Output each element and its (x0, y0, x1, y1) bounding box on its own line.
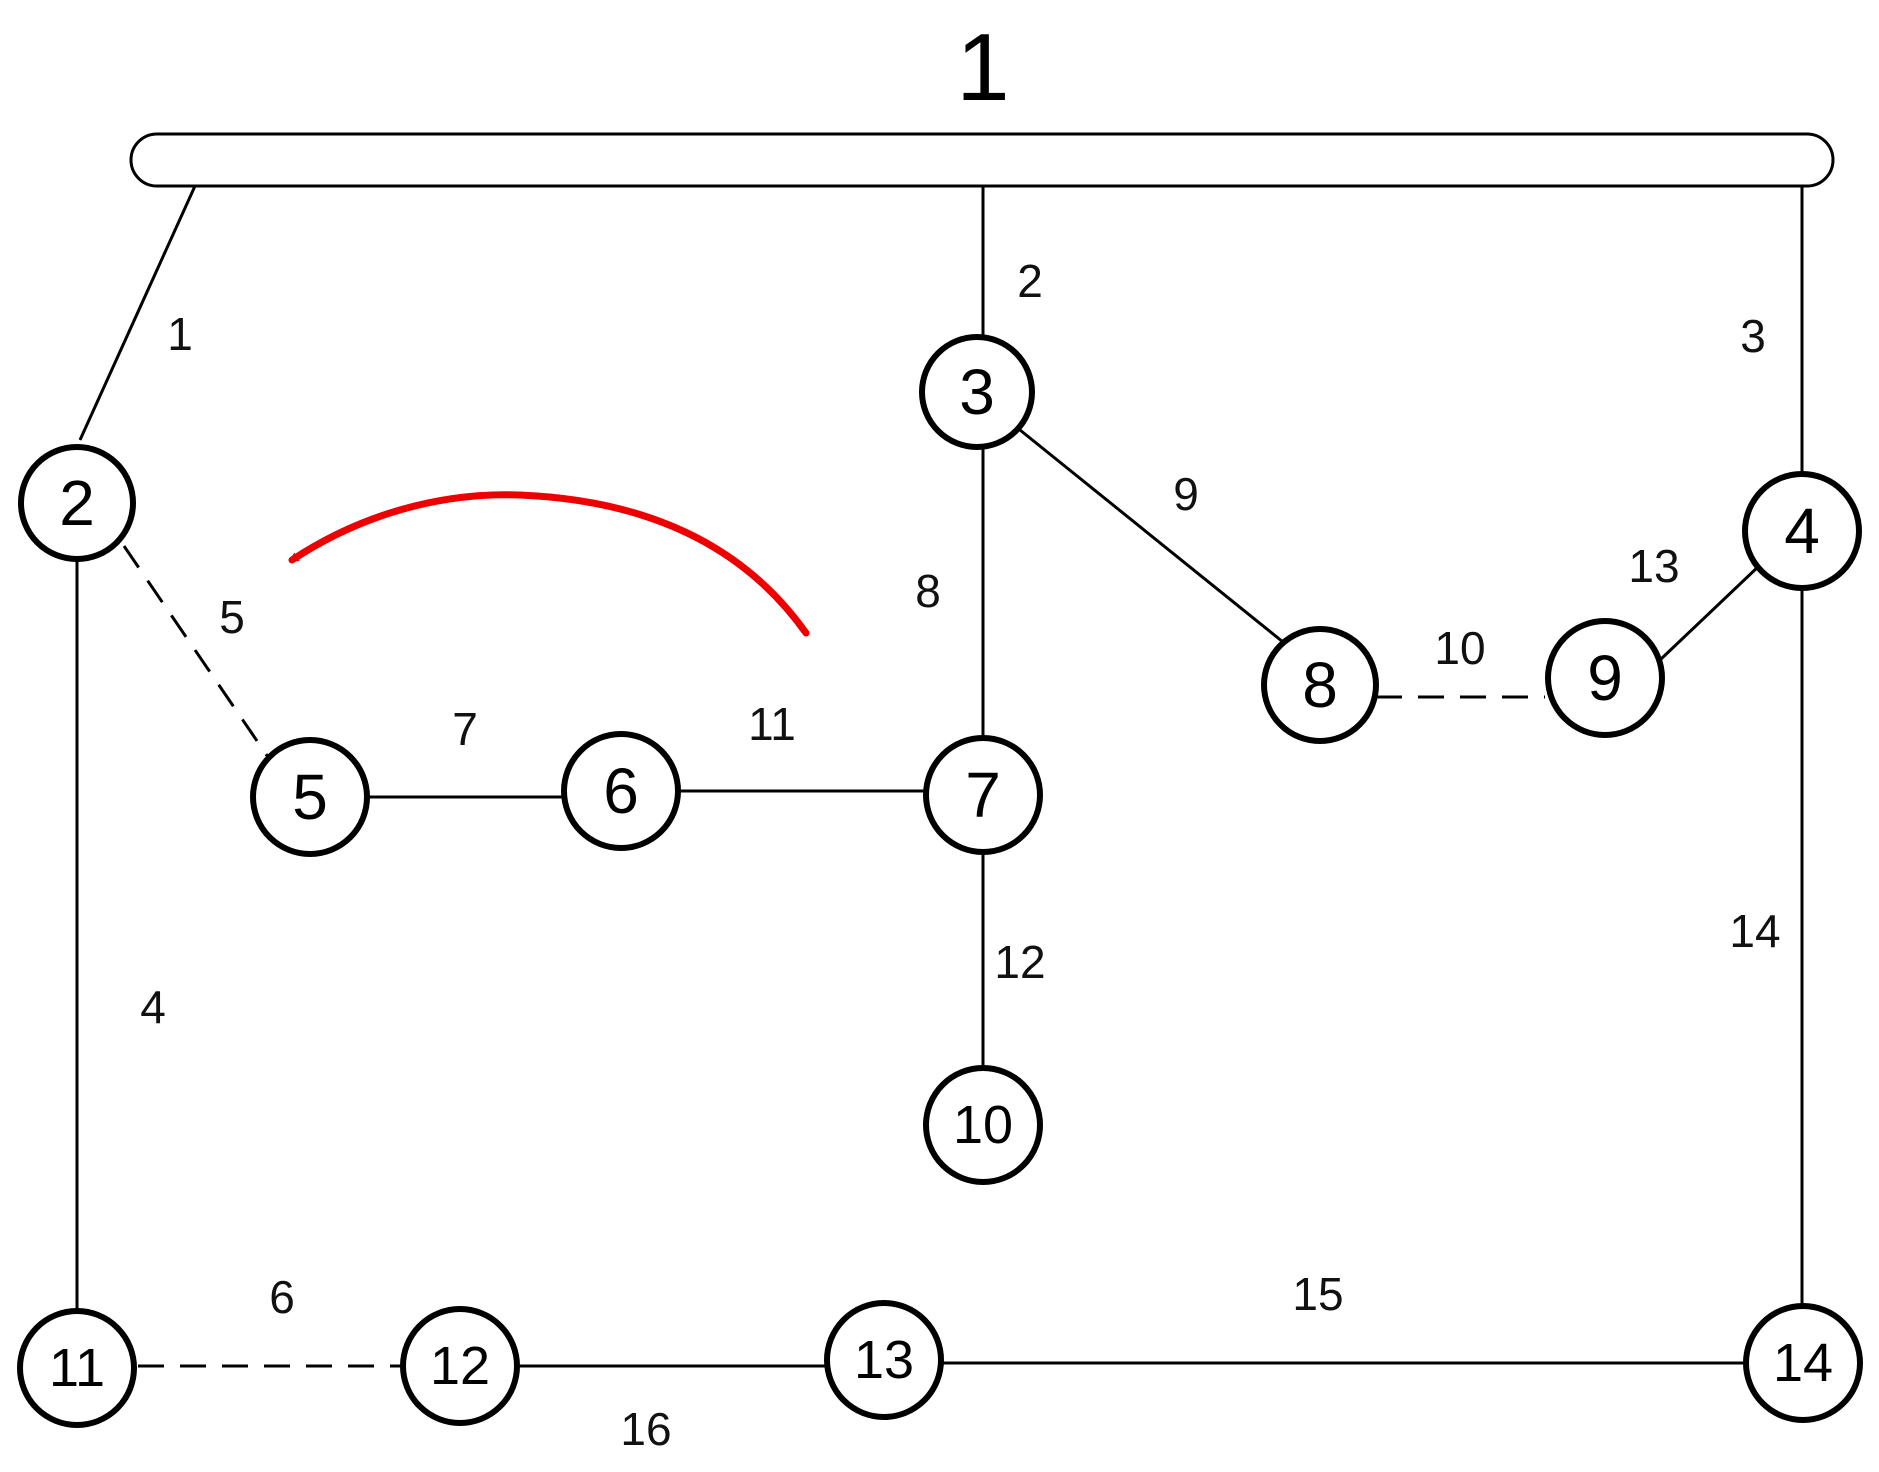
branch-line-13 (1658, 563, 1762, 662)
node-circle (824, 1300, 944, 1420)
node-circle (18, 444, 136, 562)
node-circle (923, 735, 1043, 855)
node-label: 12 (430, 1336, 490, 1396)
node-9: 9 (1545, 618, 1665, 738)
node-label: 8 (1302, 649, 1338, 721)
branch-labels: 1 2 3 4 5 6 7 8 9 10 11 12 13 14 15 16 (140, 255, 1780, 1455)
node-circle (1742, 471, 1862, 591)
node-circle (1545, 618, 1665, 738)
node-label: 14 (1773, 1333, 1833, 1393)
node-circle (923, 1065, 1043, 1185)
branch-label-9: 9 (1173, 468, 1199, 520)
branch-lines (75, 185, 1804, 1368)
branch-label-7: 7 (452, 703, 478, 755)
node-5: 5 (250, 737, 370, 857)
node-label: 9 (1587, 642, 1623, 714)
node-3: 3 (919, 334, 1035, 450)
branch-label-4: 4 (140, 981, 166, 1033)
branch-label-3: 3 (1740, 310, 1766, 362)
branch-label-6: 6 (269, 1271, 295, 1323)
node-label: 11 (49, 1338, 105, 1398)
branch-label-15: 15 (1292, 1268, 1343, 1320)
node-circle (1261, 626, 1379, 744)
node-circle (919, 334, 1035, 450)
node-7: 7 (923, 735, 1043, 855)
node-2: 2 (18, 444, 136, 562)
transfer-arrow (288, 491, 810, 637)
branch-label-10: 10 (1434, 622, 1485, 674)
node-6: 6 (561, 731, 681, 851)
node-label: 7 (965, 759, 1001, 831)
branch-label-14: 14 (1729, 905, 1780, 957)
branch-line-5 (122, 545, 270, 758)
bus-label: 1 (956, 14, 1009, 121)
branch-label-8: 8 (915, 565, 941, 617)
node-11: 11 (17, 1308, 137, 1428)
node-10: 10 (923, 1065, 1043, 1185)
node-label: 6 (603, 755, 639, 827)
node-label: 10 (953, 1095, 1013, 1155)
node-circle (400, 1306, 520, 1426)
branch-label-2: 2 (1017, 255, 1043, 307)
node-label: 13 (854, 1330, 914, 1390)
node-14: 14 (1743, 1303, 1863, 1423)
node-13: 13 (824, 1300, 944, 1420)
node-circle (1743, 1303, 1863, 1423)
node-8: 8 (1261, 626, 1379, 744)
branch-label-5: 5 (219, 591, 245, 643)
node-label: 3 (959, 356, 995, 428)
node-label: 4 (1784, 495, 1820, 567)
branch-label-12: 12 (994, 936, 1045, 988)
node-circle (561, 731, 681, 851)
node-circle (250, 737, 370, 857)
node-circle (17, 1308, 137, 1428)
node-4: 4 (1742, 471, 1862, 591)
branch-label-1: 1 (167, 308, 193, 360)
node-label: 5 (292, 761, 328, 833)
branch-label-13: 13 (1628, 540, 1679, 592)
branch-line-1 (78, 185, 197, 441)
branch-label-16: 16 (620, 1403, 671, 1455)
node-label: 2 (59, 467, 95, 539)
branch-line-9 (1019, 428, 1284, 644)
node-12: 12 (400, 1306, 520, 1426)
busbar (129, 132, 1835, 188)
branch-label-11: 11 (748, 698, 796, 750)
